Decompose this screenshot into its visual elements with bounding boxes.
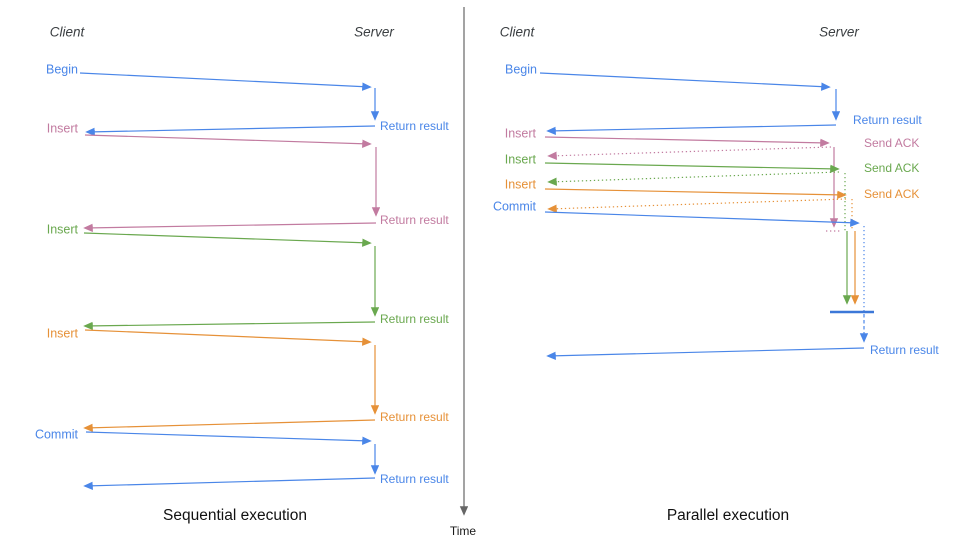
time-axis-label: Time (450, 524, 477, 538)
par-insert1-label: Insert (505, 126, 537, 140)
par-insert1-ack-label: Send ACK (864, 136, 919, 150)
seq-insert1-label: Insert (47, 121, 79, 135)
seq-begin-label: Begin (46, 62, 78, 76)
seq-insert1-return-arrow (83, 222, 377, 233)
par-op-insert3-arrows (544, 188, 860, 305)
seq-insert1-request-arrow (84, 134, 372, 148)
seq-op-insert3-arrows (83, 329, 380, 432)
seq-op-insert2-arrows (83, 232, 380, 331)
seq-op-begin-arrows (79, 72, 380, 137)
seq-commit-return-arrow (83, 477, 376, 490)
parallel-panel-title: Parallel execution (667, 507, 789, 524)
seq-begin-return-arrow (85, 125, 376, 137)
par-op-insert1-arrows (544, 136, 841, 232)
par-begin-result-label: Return result (853, 113, 922, 127)
seq-insert1-result-label: Return result (380, 213, 449, 227)
par-client-header: Client (500, 25, 536, 40)
par-insert2-ack-label: Send ACK (864, 161, 919, 175)
seq-server-header: Server (354, 25, 394, 40)
seq-begin-request-arrow (79, 72, 372, 91)
par-commit-label: Commit (493, 199, 537, 213)
seq-insert3-result-label: Return result (380, 410, 449, 424)
sequential-panel-title: Sequential execution (163, 507, 307, 524)
par-server-header: Server (819, 25, 859, 40)
par-insert1-ack-arrow (547, 146, 832, 160)
seq-begin-result-label: Return result (380, 119, 449, 133)
par-final-result-label: Return result (870, 343, 939, 357)
seq-commit-result-label: Return result (380, 472, 449, 486)
par-begin-request-arrow (539, 72, 831, 91)
par-op-insert2-arrows (544, 162, 852, 305)
seq-insert2-request-arrow (83, 232, 372, 247)
par-op-begin-arrows (539, 72, 841, 136)
seq-op-commit-arrows (83, 431, 380, 490)
seq-insert2-result-label: Return result (380, 312, 449, 326)
par-final-arrows (546, 314, 869, 361)
par-final-return-arrow (546, 347, 865, 361)
seq-insert3-label: Insert (47, 326, 79, 340)
par-insert3-ack-arrow (547, 198, 847, 213)
seq-insert2-label: Insert (47, 222, 79, 236)
seq-insert3-request-arrow (84, 329, 372, 346)
seq-insert3-return-arrow (83, 419, 376, 432)
par-begin-return-arrow (546, 124, 837, 136)
seq-op-insert1-arrows (83, 134, 381, 233)
par-begin-label: Begin (505, 62, 537, 76)
par-insert3-label: Insert (505, 177, 537, 191)
seq-commit-request-arrow (85, 431, 372, 445)
par-op-commit-arrows (544, 211, 865, 311)
par-insert2-label: Insert (505, 152, 537, 166)
par-insert3-request-arrow (544, 188, 847, 200)
par-insert2-ack-arrow (547, 171, 840, 186)
par-insert3-ack-label: Send ACK (864, 187, 919, 201)
seq-client-header: Client (50, 25, 86, 40)
par-insert1-request-arrow (544, 136, 830, 148)
seq-insert2-return-arrow (83, 321, 376, 331)
par-commit-request-arrow (544, 211, 860, 227)
par-insert2-request-arrow (544, 162, 840, 174)
seq-commit-label: Commit (35, 427, 79, 441)
